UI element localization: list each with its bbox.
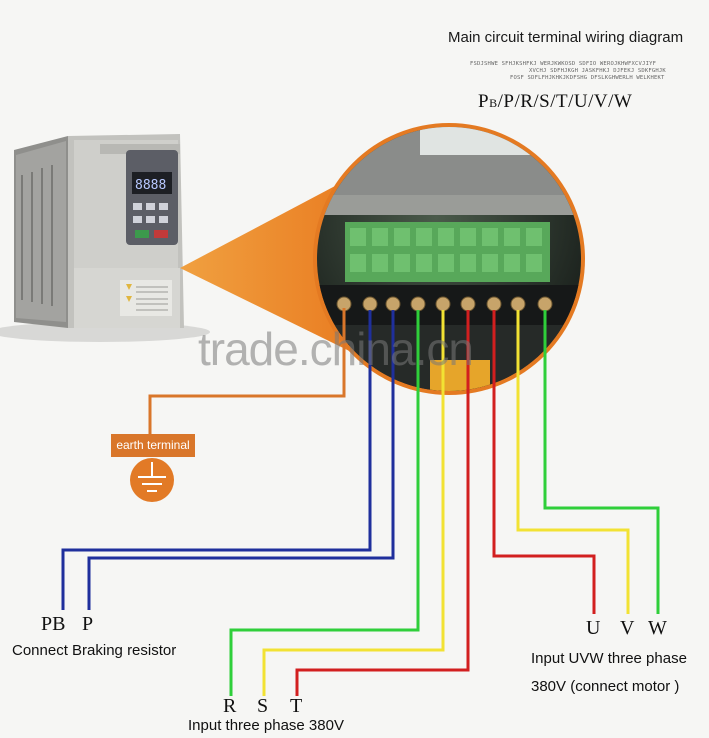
label-t: T <box>290 695 303 717</box>
label-pb: PB <box>41 613 66 635</box>
s-wire <box>262 310 445 696</box>
braking-caption: Connect Braking resistor <box>12 642 177 659</box>
p-wire <box>87 310 395 610</box>
u-wire <box>492 310 596 614</box>
diagram-title: Main circuit terminal wiring diagram <box>448 29 684 46</box>
label-r: R <box>223 695 237 717</box>
label-s: S <box>257 695 269 717</box>
earth-terminal-label: earth terminal <box>111 434 195 457</box>
label-u: U <box>586 617 601 639</box>
earth-ground-icon <box>130 458 174 502</box>
terminal-sequence: PB/P/R/S/T/U/V/W <box>478 91 632 113</box>
w-wire <box>543 310 660 614</box>
terminal-sequence-pb: P <box>478 91 490 112</box>
fine-print-line-2: XVCHJ SDFHJKGH JASKFHKJ DJFEKJ SDKFGHJK <box>529 68 666 74</box>
fine-print-line-1: FSDJSHWE SFHJKSHFKJ WERJKWKOSD SDFIO WER… <box>470 61 657 67</box>
terminal-sequence-rest: /P/R/S/T/U/V/W <box>497 91 633 112</box>
output-caption-line-1: Input UVW three phase <box>531 650 687 667</box>
watermark: trade.china.cn <box>198 323 474 375</box>
svg-text:8888: 8888 <box>135 178 166 193</box>
v-wire <box>516 310 630 614</box>
fine-print-line-3: FOSF SDFLFHJKHKJKDFSHG DFSLKGHWERLH WELK… <box>510 75 665 81</box>
earth-wire <box>148 308 346 436</box>
terminal-sequence-pb-sub: B <box>489 96 498 110</box>
inverter-drive-image: 8888 <box>0 134 210 342</box>
label-p: P <box>82 613 94 635</box>
label-v: V <box>620 617 635 639</box>
pb-wire <box>61 310 372 610</box>
output-caption-line-2: 380V (connect motor ) <box>531 678 680 695</box>
r-wire <box>229 310 420 696</box>
label-w: W <box>648 617 667 639</box>
input-caption: Input three phase 380V <box>188 717 344 734</box>
t-wire <box>295 310 470 696</box>
